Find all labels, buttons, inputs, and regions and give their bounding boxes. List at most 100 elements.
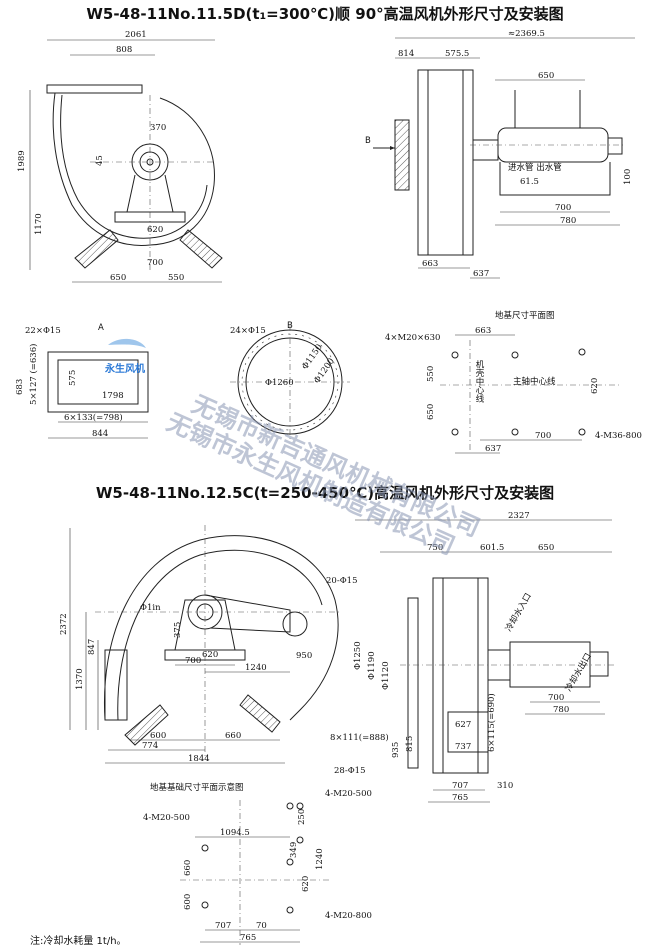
view-a-dim-844: 844 [92, 429, 108, 439]
fig2-front-view: Φ1in 375 700 620 950 1240 2372 1370 847 … [59, 525, 340, 764]
fig2-fnd-dim-707: 707 [215, 921, 231, 931]
fig2-fnd-dim-620: 620 [301, 876, 311, 892]
figure-2-title: W5-48-11No.12.5C(t=250-450℃)高温风机外形尺寸及安装图 [95, 484, 555, 502]
fig2-dim-601: 601.5 [480, 543, 504, 553]
view-a-dim-683: 683 [15, 379, 25, 395]
fig2-dim-847: 847 [87, 639, 97, 655]
fig2-fnd-dim-250: 250 [297, 809, 307, 825]
fig2-dim-650: 650 [538, 543, 554, 553]
figure-1-title: W5-48-11No.11.5D(t₁=300℃)顺 90°高温风机外形尺寸及安… [86, 5, 564, 23]
fig1-foundation-bolt: 4×M20×630 [385, 333, 440, 343]
fig1-side-view: ≈2369.5 814 575.5 650 B 进水管 出水管 61.5 100… [365, 29, 635, 279]
view-a-dim-636: 5×127 (=636) [28, 344, 39, 405]
fig1-foundation-plan: 地基尺寸平面图 4×M20×630 663 机壳中心线 主轴中心线 550 65… [385, 310, 642, 454]
fig1-dim-1989: 1989 [17, 150, 27, 172]
fig1-dim-575: 575.5 [445, 49, 469, 59]
fig2-fnd-dim-349: 349 [289, 842, 299, 858]
fig1-dim-780: 780 [560, 216, 576, 226]
watermark-line-2: 无锡市永生风机制造有限公司 [163, 408, 459, 560]
fig1-view-a: A 22×Φ15 575 5×127 (=636) 683 1798 6×133… [15, 323, 149, 439]
fig2-dim-600: 600 [150, 731, 166, 741]
fig2-fnd-dim-765: 765 [240, 933, 256, 943]
fig1-shaft-centerline: 主轴中心线 [513, 376, 556, 387]
view-b-dim-1260: Φ1260 [265, 378, 294, 388]
fig2-fnd-dim-600: 600 [183, 894, 193, 910]
svg-text:永生风机: 永生风机 [104, 362, 145, 375]
fig1-dim-620: 620 [147, 225, 163, 235]
fig2-dim-1844: 1844 [188, 754, 210, 764]
view-a-dim-1798: 1798 [102, 391, 124, 401]
fig2-dim-774: 774 [142, 741, 158, 751]
fig2-dim-1120: Φ1120 [381, 661, 391, 690]
fig2-dim-2372: 2372 [59, 613, 69, 635]
fig2-fnd-dim-1094: 1094.5 [220, 828, 250, 838]
fig2-dim-660: 660 [225, 731, 241, 741]
fig2-dim-1190: Φ1190 [367, 651, 377, 680]
fig1-dim-100: 100 [623, 169, 633, 185]
fig1-dim-45: 45 [95, 155, 105, 166]
fig2-dim-690: 6×115(=690) [486, 693, 497, 752]
fig1-fnd-dim-637: 637 [485, 444, 501, 454]
fig2-side-view: 2327 750 601.5 650 20-Φ15 冷却水入口 冷却水出口 Φ1… [326, 511, 615, 803]
fig2-fnd-bolt-3: 4-M20-800 [325, 911, 372, 921]
fig2-dim-620: 620 [202, 650, 218, 660]
fig2-dim-1240: 1240 [245, 663, 267, 673]
fig2-dim-375: 375 [173, 622, 183, 638]
view-a-dim-575: 575 [68, 370, 78, 386]
fig2-dim-627: 627 [455, 720, 471, 730]
fig1-dim-61: 61.5 [520, 177, 539, 187]
fig2-cooling-inlet: 冷却水入口 [503, 591, 534, 633]
fig2-dim-888: 8×111(=888) [330, 732, 389, 743]
fig1-dim-700: 700 [147, 258, 163, 268]
brand-logo: 永生风机 [104, 338, 146, 375]
fig1-dim-1170: 1170 [34, 213, 44, 235]
fig1-front-view: 2061 808 370 45 620 700 1989 1170 650 55… [17, 30, 223, 283]
fig2-fnd-bolt-2: 4-M20-500 [143, 813, 190, 823]
fig2-dim-1370: 1370 [75, 668, 85, 690]
fig1-casing-centerline: 机壳中心线 [474, 359, 484, 402]
fig2-dim-310: 310 [497, 781, 513, 791]
fig1-dim-663: 663 [422, 259, 438, 269]
fig2-holes-20: 20-Φ15 [326, 576, 357, 586]
fig1-fnd-bolt-2: 4-M36-800 [595, 431, 642, 441]
fig2-dim-780-side: 780 [553, 705, 569, 715]
fig2-dim-700: 700 [185, 656, 201, 666]
fig2-dim-935: 935 [391, 742, 401, 758]
fig2-dim-707: 707 [452, 781, 468, 791]
fig2-dim-815: 815 [405, 736, 415, 752]
fig2-dim-750: 750 [427, 543, 443, 553]
fig2-fnd-dim-70: 70 [256, 921, 267, 931]
fig2-dim-765: 765 [452, 793, 468, 803]
fig1-label-b: B [365, 136, 371, 146]
fig1-water-pipes: 进水管 出水管 [508, 162, 562, 173]
fig1-dim-808: 808 [116, 45, 132, 55]
fig1-fnd-dim-550: 550 [426, 366, 436, 382]
view-b-holes: 24×Φ15 [230, 326, 266, 336]
view-a-dim-798: 6×133(=798) [64, 412, 123, 423]
fig1-dim-2061: 2061 [125, 30, 147, 40]
fig1-foundation-title: 地基尺寸平面图 [495, 310, 555, 321]
fig1-dim-814: 814 [398, 49, 414, 59]
fig1-dim-650-side: 650 [538, 71, 554, 81]
fig1-dim-637: 637 [473, 269, 489, 279]
fig1-fnd-dim-700: 700 [535, 431, 551, 441]
fig2-fnd-dim-660: 660 [183, 860, 193, 876]
fig2-dim-1250: Φ1250 [353, 641, 363, 670]
fig2-dim-2327: 2327 [508, 511, 530, 521]
footnote: 注:冷却水耗量 1t/h。 [30, 934, 127, 947]
fig1-fnd-dim-620: 620 [590, 378, 600, 394]
fig2-dim-737: 737 [455, 742, 471, 752]
fig1-dim-650: 650 [110, 273, 126, 283]
fig1-fnd-dim-650: 650 [426, 404, 436, 420]
watermark-line-1: 无锡市新吉通风机械有限公司 [188, 390, 484, 542]
fig1-dim-700-side: 700 [555, 203, 571, 213]
fig1-dim-370: 370 [150, 123, 166, 133]
view-a-holes: 22×Φ15 [25, 326, 61, 336]
fig1-dim-2369: ≈2369.5 [508, 29, 545, 39]
fig2-holes-28: 28-Φ15 [334, 766, 365, 776]
fig2-dim-phi1: Φ1in [140, 603, 161, 613]
fig2-dim-950: 950 [296, 651, 312, 661]
fig1-dim-550: 550 [168, 273, 184, 283]
fig2-foundation-plan: 地基基础尺寸平面示意图 4-M20-500 4-M20-500 1094.5 2… [143, 782, 372, 945]
